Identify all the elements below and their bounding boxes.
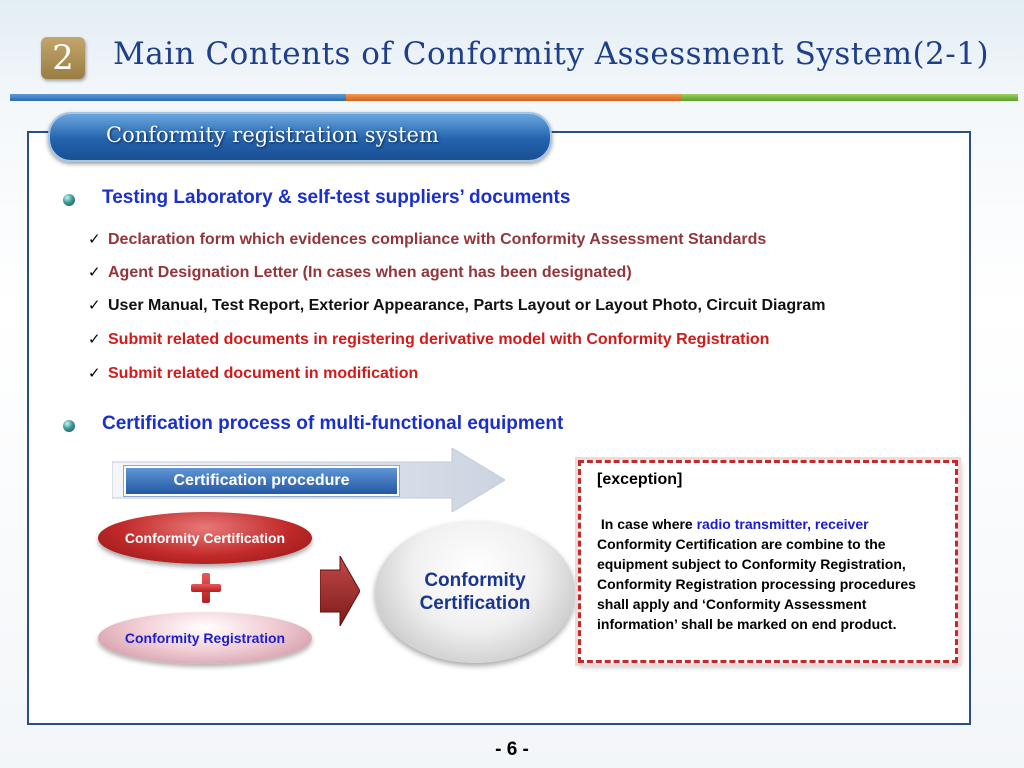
plus-icon: [191, 573, 221, 603]
check-item-text: Submit related document in modification: [108, 365, 419, 382]
bullet-heading-documents: Testing Laboratory & self-test suppliers…: [102, 187, 571, 208]
title-bar-orange-segment: [346, 94, 682, 101]
check-item-text: Agent Designation Letter (In cases when …: [108, 264, 632, 281]
section-pill-label: Conformity registration system: [106, 123, 439, 147]
exception-title: [exception]: [597, 471, 683, 488]
conformity-registration-pill: Conformity Registration: [98, 612, 312, 664]
check-item: ✓ User Manual, Test Report, Exterior Appe…: [88, 296, 825, 318]
checkmark-icon: ✓: [88, 264, 101, 281]
exception-body-prefix: In case where: [600, 516, 693, 532]
exception-body-rest: Conformity Certification are combine to …: [597, 536, 916, 632]
check-item: ✓ Submit related documents in registering…: [88, 330, 769, 352]
checkmark-icon: ✓: [88, 365, 101, 382]
bullet-heading-certification: Certification process of multi-functiona…: [102, 413, 564, 434]
bullet-icon: [63, 194, 75, 206]
title-bar-blue-segment: [10, 94, 346, 101]
checkmark-icon: ✓: [88, 231, 101, 248]
procedure-label: Certification procedure: [124, 466, 399, 496]
exception-body: In case where radio transmitter, receive…: [597, 514, 947, 634]
check-item-text: User Manual, Test Report, Exterior Appea…: [108, 297, 826, 314]
exception-highlight: radio transmitter, receiver: [696, 516, 869, 532]
page-title: Main Contents of Conformity Assessment S…: [113, 36, 990, 72]
exception-box: [exception] In case where radio transmit…: [578, 460, 958, 663]
page-number: - 6 -: [495, 739, 529, 760]
checkmark-icon: ✓: [88, 297, 101, 314]
section-pill: Conformity registration system: [48, 112, 552, 162]
check-item: ✓ Declaration form which evidences compli…: [88, 230, 766, 252]
check-item: ✓ Submit related document in modification: [88, 364, 418, 386]
check-item-text: Declaration form which evidences complia…: [108, 231, 767, 248]
bullet-icon: [63, 420, 75, 432]
title-bar-green-segment: [682, 94, 1018, 101]
right-arrow-icon: [320, 556, 360, 626]
result-certification-circle: Conformity Certification: [375, 521, 575, 663]
section-number-badge: 2: [41, 37, 85, 79]
title-underline-bar: [10, 94, 1018, 101]
checkmark-icon: ✓: [88, 331, 101, 348]
conformity-certification-pill: Conformity Certification: [98, 512, 312, 564]
check-item: ✓ Agent Designation Letter (In cases when…: [88, 263, 632, 285]
check-item-text: Submit related documents in registering …: [108, 331, 770, 348]
